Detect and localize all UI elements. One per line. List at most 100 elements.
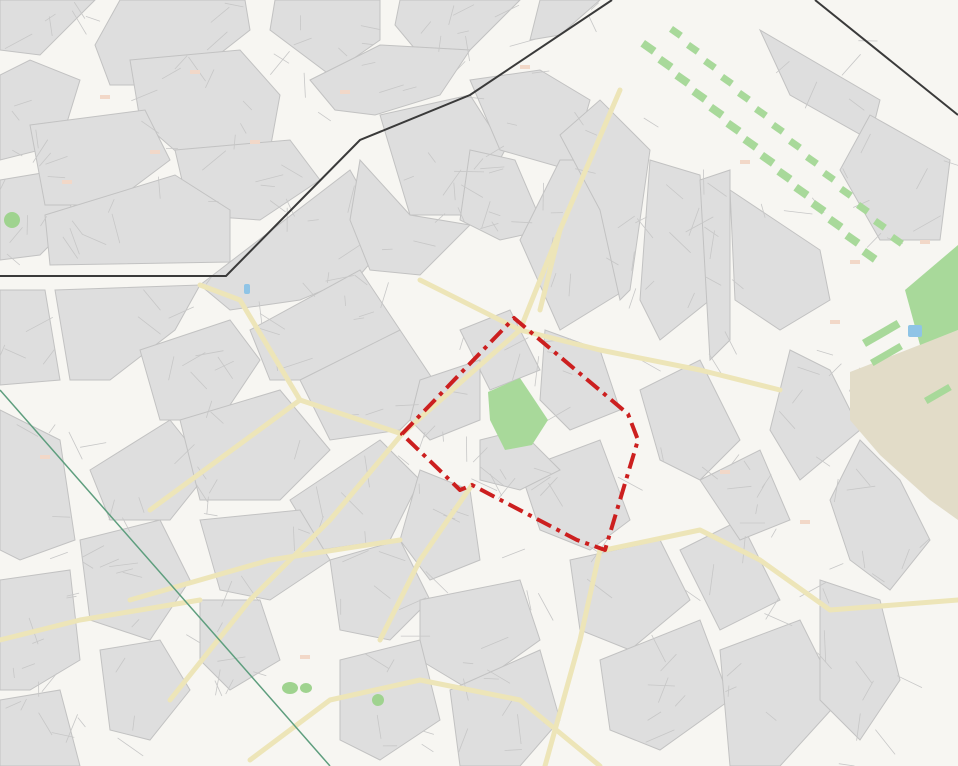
boulevard-garden[interactable] [708,104,725,119]
city-block[interactable] [719,619,841,766]
city-block[interactable] [139,319,261,421]
highlight-boundary[interactable] [400,316,640,552]
pedestrian-street[interactable] [147,87,623,513]
city-block[interactable] [819,579,901,741]
boulevard-garden[interactable] [872,218,887,231]
city-block[interactable] [559,99,651,301]
city-block[interactable] [639,159,711,341]
parcel-line [69,227,80,255]
park-green-east[interactable] [905,245,958,345]
city-block[interactable] [0,0,96,56]
boulevard-garden[interactable] [855,201,870,215]
pedestrian-street[interactable] [602,527,958,613]
parcel-line [225,679,234,695]
parcel-line [660,447,664,461]
boulevard-garden[interactable] [793,184,810,199]
garden-circle[interactable] [372,694,384,706]
city-block[interactable] [199,509,331,601]
boulevard-garden[interactable] [776,167,793,183]
parcel-line [642,360,661,372]
boulevard-garden[interactable] [810,200,827,215]
park-strip[interactable] [862,320,901,347]
city-block[interactable] [179,389,331,501]
pedestrian-street[interactable] [377,482,475,643]
parcel-line [206,496,209,515]
city-block[interactable] [339,639,441,761]
boulevard-garden[interactable] [821,169,836,183]
pedestrian-street[interactable] [127,537,403,603]
parcel-line [168,306,194,319]
parcel-line [25,316,53,333]
park-strip[interactable] [924,384,952,405]
boulevard-garden[interactable] [640,39,657,55]
parcel-line [42,349,55,365]
city-block[interactable] [79,519,191,641]
boulevard-garden[interactable] [827,216,844,231]
boulevard-garden[interactable] [742,136,759,151]
pedestrian-street[interactable] [0,597,203,643]
boulevard-garden[interactable] [787,137,802,151]
rail-line [0,389,331,766]
city-block[interactable] [769,349,861,481]
city-block[interactable] [399,469,481,581]
parcel-line [48,16,53,37]
park-green-square[interactable] [488,378,548,450]
roundabout-garden[interactable] [282,682,298,694]
plaza-area[interactable] [850,330,958,520]
city-block[interactable] [829,439,931,591]
city-block[interactable] [639,359,741,481]
parcel-line [841,54,861,76]
boulevard-garden[interactable] [674,71,691,87]
boulevard-garden[interactable] [702,58,717,71]
city-block[interactable] [0,689,81,766]
boulevard-garden[interactable] [753,106,768,119]
pedestrian-street[interactable] [197,282,303,403]
parcel-line [297,528,310,534]
boulevard-garden[interactable] [657,55,674,71]
parcel-line [635,216,648,224]
parcel-line [317,111,332,122]
pedestrian-street[interactable] [247,677,603,766]
city-block[interactable] [99,639,191,741]
garden-circle[interactable] [4,212,20,228]
parcel-line [51,732,75,738]
boulevard-garden[interactable] [685,41,700,55]
crosswalk [920,240,930,244]
parcel-line [397,455,410,466]
boulevard-garden[interactable] [759,152,776,167]
boulevard-garden[interactable] [889,233,904,247]
city-block[interactable] [309,44,471,116]
boulevard-garden[interactable] [719,73,734,87]
city-block[interactable] [679,519,781,631]
parcel-line [862,680,874,701]
city-block[interactable] [44,174,231,266]
boulevard-garden[interactable] [668,25,683,39]
pedestrian-street[interactable] [537,227,563,313]
boulevard-garden[interactable] [725,120,742,135]
roundabout-garden[interactable] [300,683,312,693]
pedestrian-street[interactable] [167,431,405,703]
parcel-line [480,466,504,486]
parcel-line [138,497,145,513]
boulevard-garden[interactable] [736,89,751,103]
boulevard-garden[interactable] [691,88,708,103]
boulevard-garden[interactable] [844,232,861,247]
parcel-line [548,482,563,507]
park-strip[interactable] [870,343,903,367]
boulevard-garden[interactable] [838,185,853,199]
city-block[interactable] [0,409,76,561]
parcel-line [273,53,290,64]
boulevard-garden[interactable] [861,248,878,263]
city-block[interactable] [449,649,561,766]
city-block[interactable] [699,169,731,362]
pedestrian-street[interactable] [417,277,783,393]
parcel-line [68,431,83,460]
boulevard-garden[interactable] [804,154,819,167]
city-block[interactable] [349,158,472,276]
pedestrian-street[interactable] [542,547,603,766]
parcel-line [816,349,834,356]
boulevard-garden[interactable] [770,122,785,135]
parcel-line [660,653,677,672]
